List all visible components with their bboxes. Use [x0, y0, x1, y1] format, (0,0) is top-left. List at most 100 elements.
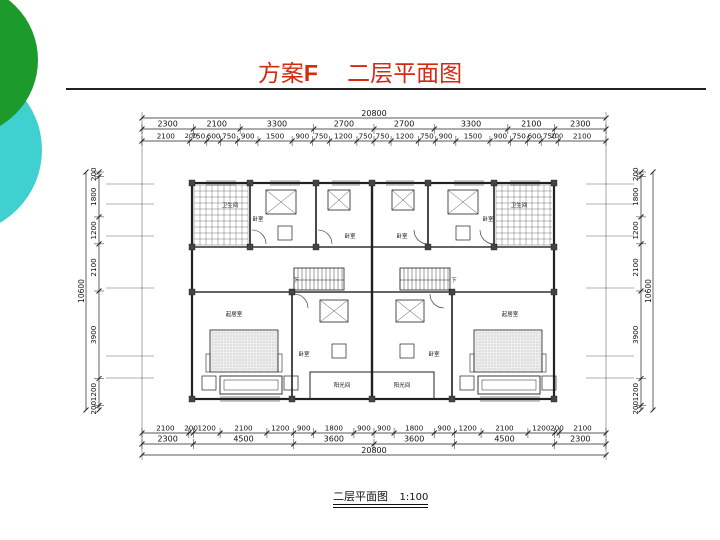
bed-dot — [269, 344, 271, 346]
bed-dot — [266, 344, 268, 346]
bed-dot — [218, 332, 220, 334]
bed-dot — [248, 338, 250, 340]
bed-dot — [536, 368, 538, 370]
bed-dot — [482, 356, 484, 358]
bed-dot — [254, 344, 256, 346]
bottom-dim-row1-label: 1800 — [325, 424, 344, 433]
bed-dot — [500, 335, 502, 337]
bottom-dim-row2-label: 3600 — [404, 435, 424, 444]
bed-dot — [491, 344, 493, 346]
overall-width-bottom-label: 20800 — [361, 446, 386, 455]
bed-dot — [521, 359, 523, 361]
bed-dot — [521, 341, 523, 343]
bed-dot — [485, 338, 487, 340]
bed-dot — [497, 356, 499, 358]
bed-dot — [230, 341, 232, 343]
bed-dot — [515, 350, 517, 352]
bed-dot — [215, 341, 217, 343]
bed-dot — [524, 338, 526, 340]
single-bed — [319, 299, 349, 323]
bed-dot — [227, 353, 229, 355]
bed-dot — [536, 347, 538, 349]
bed-dot — [521, 347, 523, 349]
bed-dot — [254, 359, 256, 361]
wall-column — [312, 179, 320, 187]
bed-outline — [391, 189, 415, 211]
bed-dot — [488, 350, 490, 352]
bed-dot — [497, 347, 499, 349]
bed-frame — [209, 329, 279, 373]
bed-dot — [254, 353, 256, 355]
bed-dot — [224, 362, 226, 364]
bed-dot — [521, 353, 523, 355]
bed-dot — [479, 347, 481, 349]
bed-dot — [260, 368, 262, 370]
bed-dot — [476, 365, 478, 367]
bed-dot — [512, 344, 514, 346]
bed-dot — [275, 344, 277, 346]
bed-dot — [533, 335, 535, 337]
bath-tiles-left — [193, 184, 249, 246]
bed-dot — [482, 368, 484, 370]
bed-dot — [233, 335, 235, 337]
bed-dot — [239, 332, 241, 334]
bed-dot — [257, 347, 259, 349]
bed-dot — [236, 362, 238, 364]
bed-dot — [527, 344, 529, 346]
bed-diag — [319, 299, 349, 323]
bed-dot — [479, 350, 481, 352]
bed-dot — [248, 332, 250, 334]
drawing-caption: 二层平面图 1:100 — [333, 488, 429, 508]
bed-dot — [272, 353, 274, 355]
bed-dot — [539, 359, 541, 361]
bed-dot — [539, 365, 541, 367]
chair — [277, 225, 293, 241]
bed-dot — [533, 362, 535, 364]
bed-dot — [476, 335, 478, 337]
bed-dot — [506, 350, 508, 352]
bed-dot — [257, 344, 259, 346]
bed-dot — [485, 356, 487, 358]
bed-dot — [233, 332, 235, 334]
bed-dot — [257, 365, 259, 367]
bed-dot — [233, 356, 235, 358]
bed-dot — [266, 350, 268, 352]
bed-dot — [227, 356, 229, 358]
bed-dot — [230, 332, 232, 334]
bed-dot — [266, 353, 268, 355]
bed-dot — [215, 335, 217, 337]
bed-dot — [260, 344, 262, 346]
bed-dot — [506, 347, 508, 349]
bed-dot — [494, 338, 496, 340]
bed-dot — [479, 335, 481, 337]
bedroom-right-upper — [427, 182, 495, 248]
bed-dot — [509, 335, 511, 337]
bed-dot — [503, 350, 505, 352]
bed-dot — [275, 335, 277, 337]
bed-dot — [515, 353, 517, 355]
bed-dot — [272, 332, 274, 334]
bed-dot — [482, 338, 484, 340]
bed-dot — [539, 341, 541, 343]
bed-dot — [527, 335, 529, 337]
bed-dot — [242, 341, 244, 343]
sofa-left — [219, 375, 283, 395]
bed-dot — [536, 335, 538, 337]
bed-dot — [515, 344, 517, 346]
bed-dot — [503, 347, 505, 349]
bed-dot — [248, 335, 250, 337]
bed-dot — [260, 365, 262, 367]
bed-dot — [515, 341, 517, 343]
bed-dot — [515, 332, 517, 334]
bed-dot — [509, 350, 511, 352]
bed-dot — [275, 356, 277, 358]
stair-frame — [293, 267, 345, 291]
bed-dot — [503, 356, 505, 358]
bed-dot — [215, 350, 217, 352]
label-bath-left: 卫生间 — [222, 201, 239, 209]
bed-dot — [524, 335, 526, 337]
bed-dot — [227, 332, 229, 334]
bed-dot — [215, 338, 217, 340]
bed-dot — [227, 365, 229, 367]
bed-dot — [524, 353, 526, 355]
